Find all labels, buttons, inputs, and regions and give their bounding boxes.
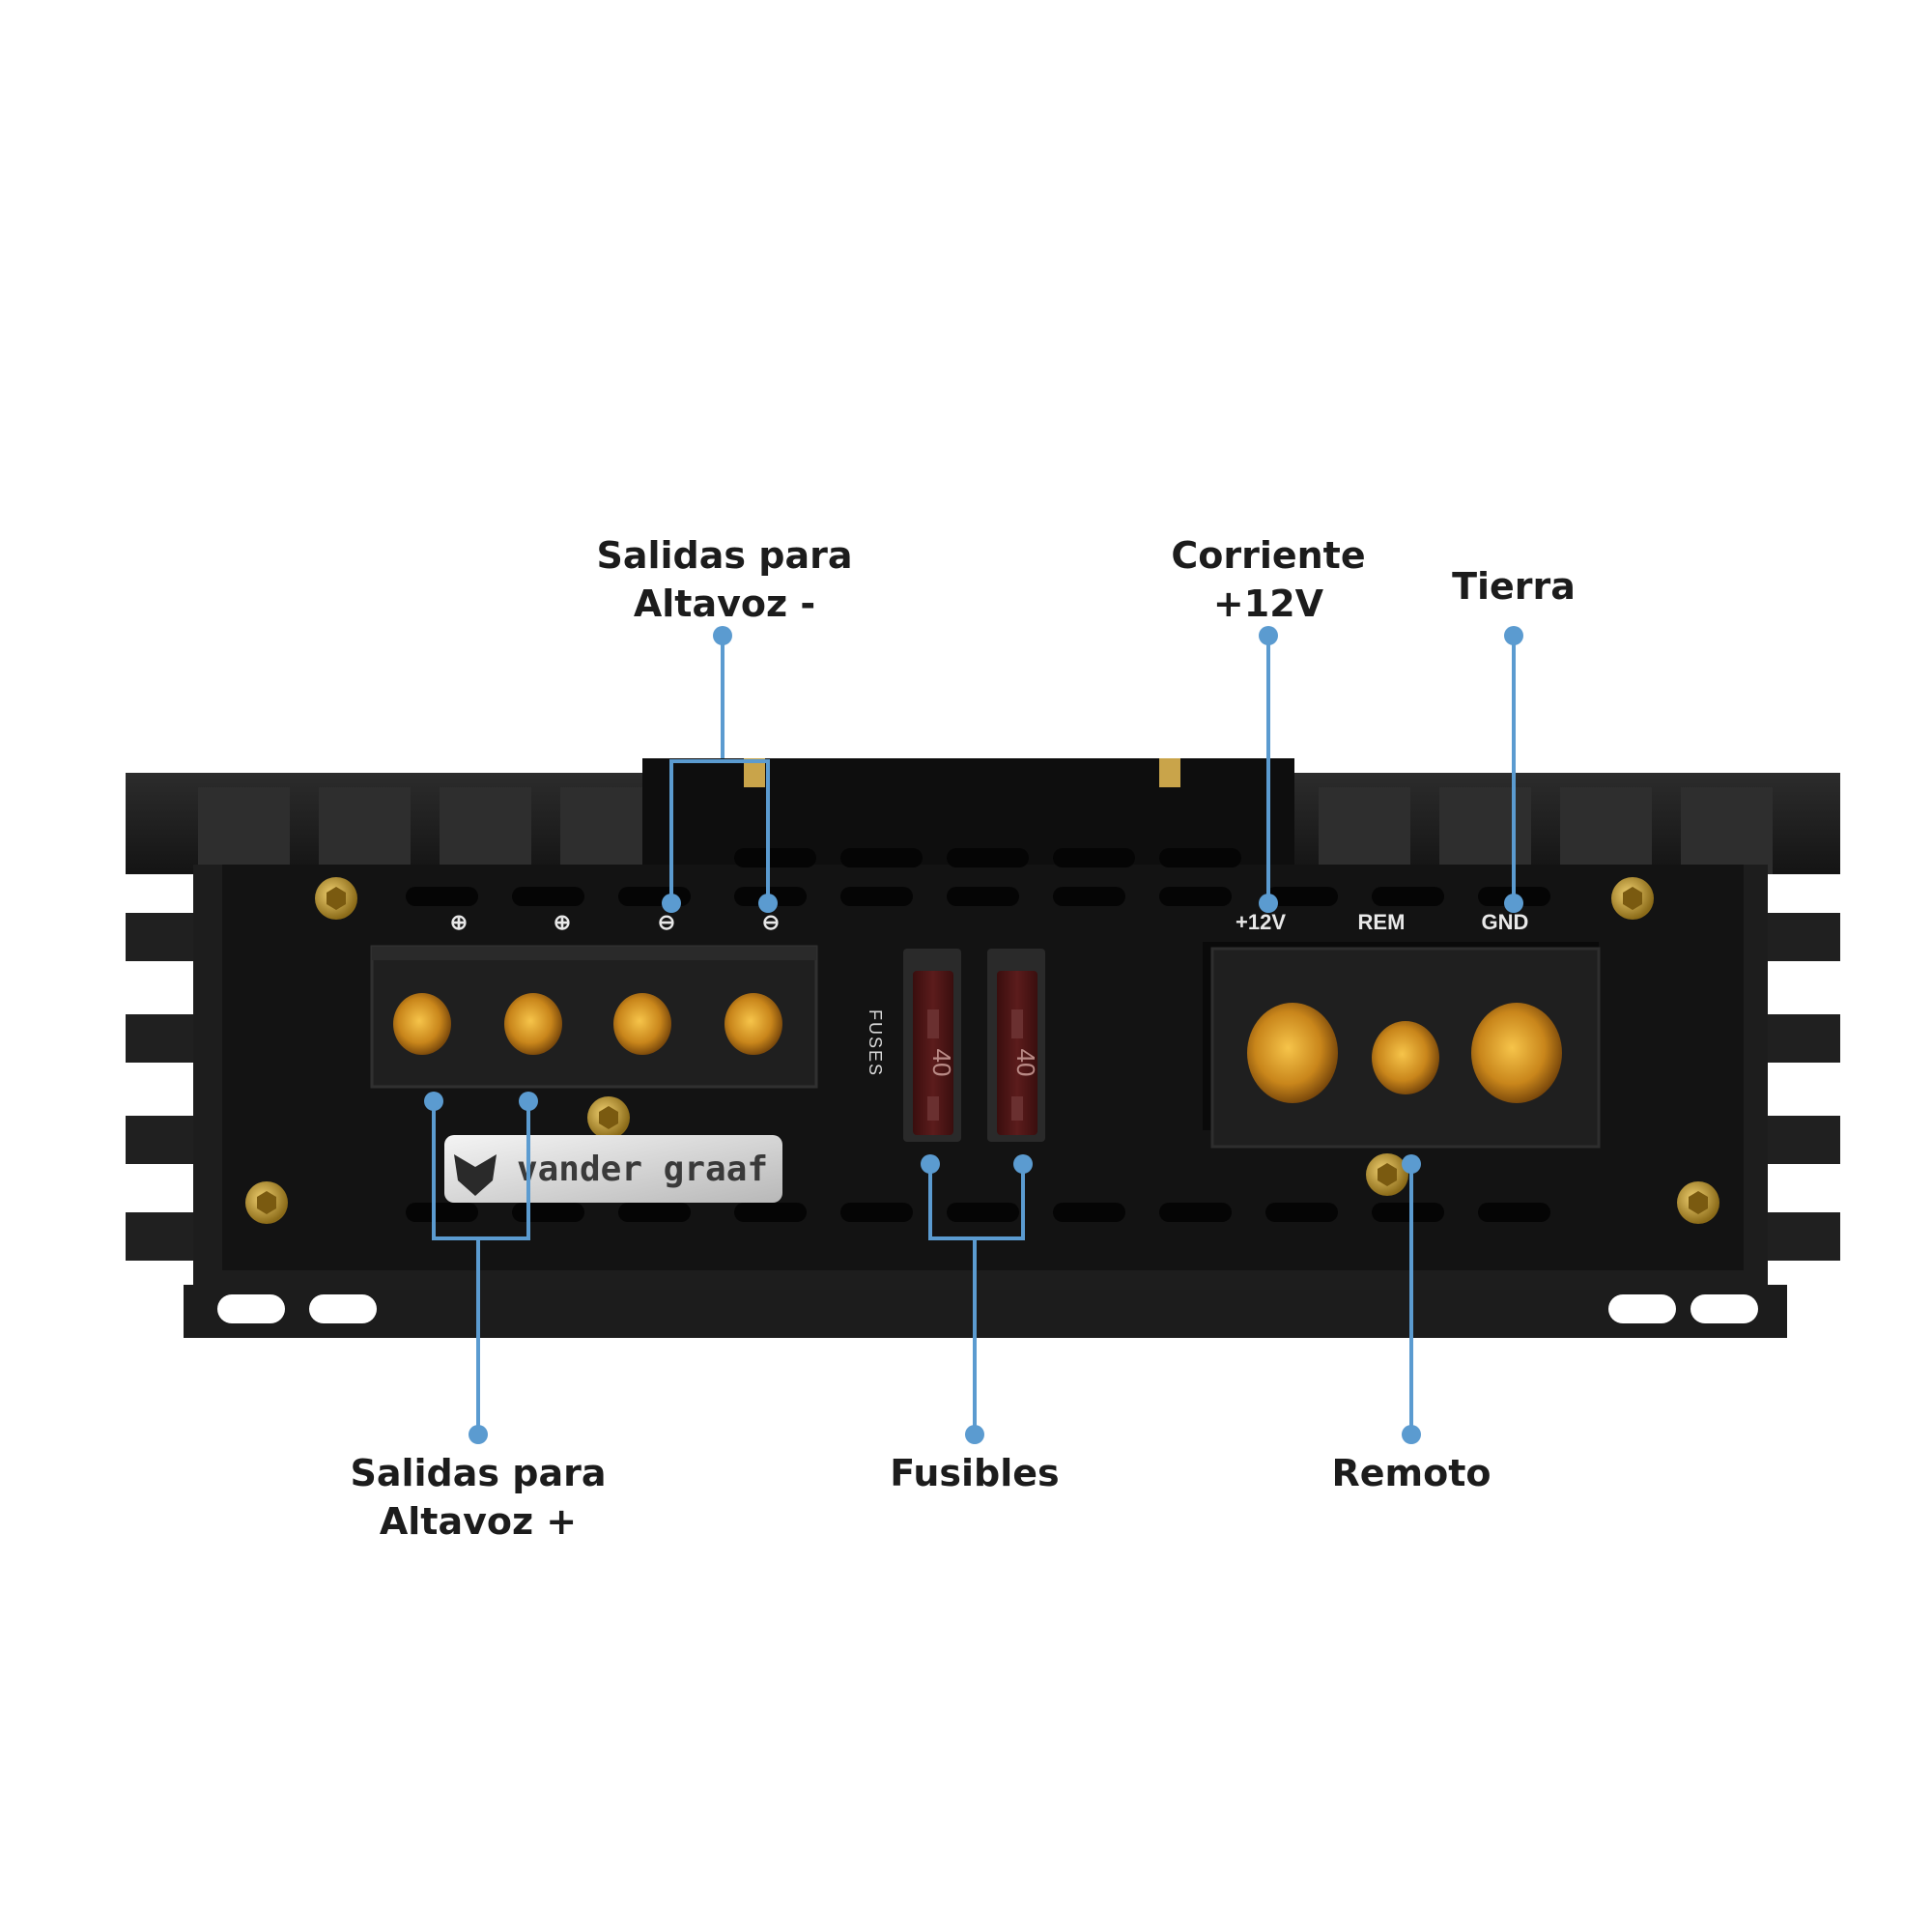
brand-name: vander graaf [517, 1150, 768, 1189]
power-terminal-block [1203, 942, 1601, 1149]
callout-speaker-negative: Salidas para Altavoz - [597, 534, 853, 625]
callout-label-line: Altavoz + [380, 1500, 577, 1543]
fuse-rating: 40 [1011, 1049, 1040, 1077]
brand-plate: vander graaf [444, 1135, 782, 1203]
fuse-rating: 40 [927, 1049, 956, 1077]
speaker-terminal[interactable] [504, 993, 562, 1055]
callout-label-line: Corriente [1171, 534, 1365, 577]
speaker-terminal[interactable] [393, 993, 451, 1055]
terminal-label-gnd: GND [1482, 910, 1529, 934]
polarity-symbol: ⊖ [658, 910, 675, 934]
remote-terminal[interactable] [1372, 1021, 1439, 1094]
polarity-symbol: ⊕ [554, 910, 571, 934]
callout-remote: Remoto [1331, 1452, 1491, 1494]
fuse-holder: 40 [987, 949, 1045, 1142]
speaker-terminal[interactable] [613, 993, 671, 1055]
ground-terminal[interactable] [1471, 1003, 1562, 1103]
callout-label-line: Fusibles [890, 1452, 1059, 1494]
front-panel: ⊕ ⊕ ⊖ ⊖ vander graaf FUSES 40 [222, 848, 1744, 1270]
callout-label-line: Salidas para [351, 1452, 607, 1494]
callout-label-line: Altavoz - [634, 582, 815, 625]
speaker-terminal-block [370, 945, 818, 1089]
callout-label-line: Salidas para [597, 534, 853, 577]
fuses-label: FUSES [866, 1009, 885, 1077]
power-terminal-12v[interactable] [1247, 1003, 1338, 1103]
callout-dots [424, 626, 1523, 1444]
speaker-terminal[interactable] [724, 993, 782, 1055]
callout-speaker-positive: Salidas para Altavoz + [351, 1452, 607, 1543]
callout-label-line: Tierra [1452, 565, 1576, 608]
terminal-label-12v: +12V [1236, 910, 1286, 934]
terminal-label-rem: REM [1358, 910, 1406, 934]
polarity-symbol: ⊕ [450, 910, 468, 934]
polarity-symbol: ⊖ [762, 910, 780, 934]
callout-lines [432, 636, 1516, 1435]
wolf-head-logo [454, 1154, 497, 1196]
callout-label-line: Remoto [1331, 1452, 1491, 1494]
fuse-holder: 40 [903, 949, 961, 1142]
callout-label-line: +12V [1213, 582, 1324, 625]
callout-power: Corriente +12V [1171, 534, 1365, 625]
callout-fuses: Fusibles [890, 1452, 1059, 1494]
hex-screw-icon [245, 877, 1719, 1224]
callout-ground: Tierra [1452, 565, 1576, 608]
